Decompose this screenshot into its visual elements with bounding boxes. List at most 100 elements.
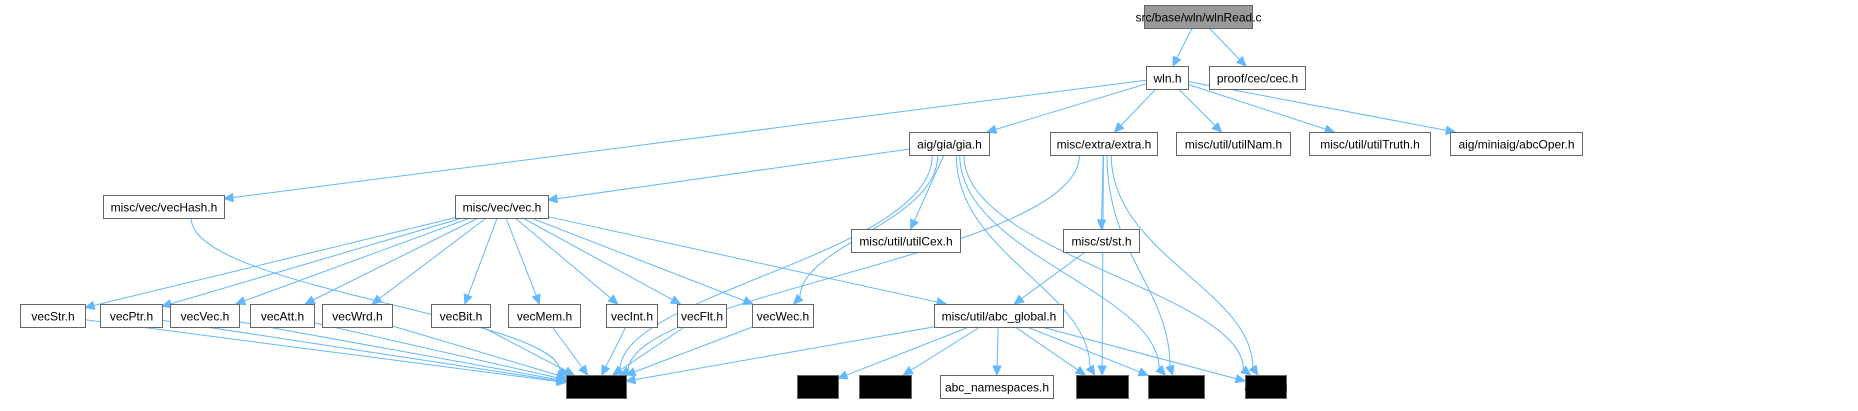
edge-line [505, 217, 537, 296]
arrowhead-icon [234, 296, 247, 306]
node-stdlib: stdlib.h [1076, 375, 1129, 399]
node-vecVec[interactable]: vecVec.h [170, 304, 240, 328]
edge-line [846, 326, 970, 376]
edge-wlnRead-to-wln [1172, 27, 1193, 68]
edge-vecFlt-to-stdio [612, 326, 685, 376]
node-box [1076, 375, 1129, 399]
node-utilNam[interactable]: misc/util/utilNam.h [1176, 132, 1291, 156]
node-label: misc/vec/vec.h [463, 201, 542, 215]
edge-vec-to-vecVec [234, 217, 471, 306]
edge-gia-to-utilCex [910, 154, 945, 231]
node-vecWrd[interactable]: vecWrd.h [322, 304, 393, 328]
node-string: string.h [1148, 375, 1205, 399]
edge-vec-to-vecStr [83, 217, 456, 311]
node-utilCex[interactable]: misc/util/utilCex.h [851, 229, 961, 253]
edge-line [913, 154, 945, 221]
node-abc_global[interactable]: misc/util/abc_global.h [934, 304, 1064, 328]
node-box [508, 304, 581, 328]
node-vecStr[interactable]: vecStr.h [20, 304, 86, 328]
arrowhead-icon [910, 218, 919, 231]
node-cec[interactable]: proof/cec/cec.h [1209, 66, 1306, 90]
edge-vecMem-to-stdio [552, 326, 589, 376]
node-label: vecStr.h [31, 310, 74, 324]
edge-vecBit-to-stdio [482, 326, 576, 376]
node-box [1450, 132, 1583, 156]
node-vecMem[interactable]: vecMem.h [508, 304, 581, 328]
node-vecBit[interactable]: vecBit.h [431, 304, 491, 328]
node-label: time.h [802, 381, 835, 395]
node-box [20, 304, 86, 328]
arrowhead-icon [612, 365, 624, 376]
node-vecPtr[interactable]: vecPtr.h [100, 304, 163, 328]
edge-wln-to-vecHash [222, 79, 1147, 203]
arrowhead-icon [624, 374, 637, 385]
arrowhead-icon [601, 364, 611, 377]
node-utilTruth[interactable]: misc/util/utilTruth.h [1309, 132, 1431, 156]
node-vecWec[interactable]: vecWec.h [752, 304, 814, 328]
edge-line [556, 148, 910, 200]
node-st[interactable]: misc/st/st.h [1063, 229, 1140, 253]
edge-line [1021, 251, 1086, 300]
node-box [1148, 375, 1205, 399]
node-abc_namespaces[interactable]: abc_namespaces.h [940, 375, 1054, 399]
edge-line [530, 217, 745, 302]
arrowhead-icon [669, 295, 682, 305]
arrowhead-icon [792, 293, 804, 305]
node-box [1144, 5, 1253, 29]
node-wln[interactable]: wln.h [1146, 66, 1189, 90]
edge-abc_global-to-string [1027, 326, 1150, 377]
edge-line [1120, 88, 1157, 126]
edge-vecWrd-to-stdio [391, 325, 568, 380]
node-label: misc/st/st.h [1071, 235, 1131, 249]
edge-vecHash-to-stdio [190, 217, 570, 376]
edge-line [467, 217, 498, 296]
edge-abc_global-to-stdio [624, 326, 935, 385]
node-box [1176, 132, 1291, 156]
node-label: misc/util/utilCex.h [859, 235, 952, 249]
node-label: abc_namespaces.h [945, 381, 1049, 395]
arrowhead-icon [742, 296, 755, 306]
edge-line [170, 217, 463, 305]
node-box [934, 304, 1064, 328]
edge-vecStr-to-stdio [84, 319, 568, 387]
arrowhead-icon [985, 124, 998, 134]
node-box [322, 304, 393, 328]
arrowhead-icon [1248, 364, 1259, 377]
node-time: time.h [797, 375, 839, 399]
edge-st-to-abc_global [1013, 251, 1086, 305]
node-vecFlt[interactable]: vecFlt.h [677, 304, 727, 328]
node-gia[interactable]: aig/gia/gia.h [909, 132, 990, 156]
edge-vec-to-vecFlt [522, 217, 682, 305]
edge-wln-to-utilNam [1178, 88, 1223, 133]
edge-line [190, 217, 561, 372]
node-vecHash[interactable]: misc/vec/vecHash.h [103, 195, 225, 219]
edge-line [627, 154, 1080, 372]
node-box [1209, 66, 1306, 90]
edge-line [514, 217, 612, 299]
edge-line [634, 326, 753, 373]
node-label: misc/util/utilNam.h [1185, 138, 1282, 152]
edge-extra-to-string [1106, 154, 1175, 377]
edge-line [244, 217, 471, 302]
node-vec[interactable]: misc/vec/vec.h [455, 195, 549, 219]
node-box [677, 304, 727, 328]
arrowhead-icon [1137, 367, 1150, 377]
edge-line [161, 319, 558, 382]
edge-wlnRead-to-cec [1208, 27, 1247, 67]
edge-vec-to-vecInt [514, 217, 619, 305]
arrowhead-icon [563, 366, 576, 376]
node-assert: assert.h [1245, 375, 1288, 399]
edge-abc_global-to-assert [1041, 326, 1247, 384]
node-box [1146, 66, 1189, 90]
node-abcOper[interactable]: aig/miniaig/abcOper.h [1450, 132, 1583, 156]
node-label: vecInt.h [611, 310, 653, 324]
node-vecAtt[interactable]: vecAtt.h [250, 304, 315, 328]
edge-line [1110, 154, 1254, 368]
node-vecInt[interactable]: vecInt.h [606, 304, 658, 328]
edge-gia-to-vec [546, 148, 910, 204]
edge-line [238, 321, 558, 380]
arrowhead-icon [371, 294, 383, 305]
arrowhead-icon [1240, 365, 1252, 376]
node-label: assert.h [1245, 381, 1288, 395]
node-extra[interactable]: misc/extra/extra.h [1050, 132, 1158, 156]
